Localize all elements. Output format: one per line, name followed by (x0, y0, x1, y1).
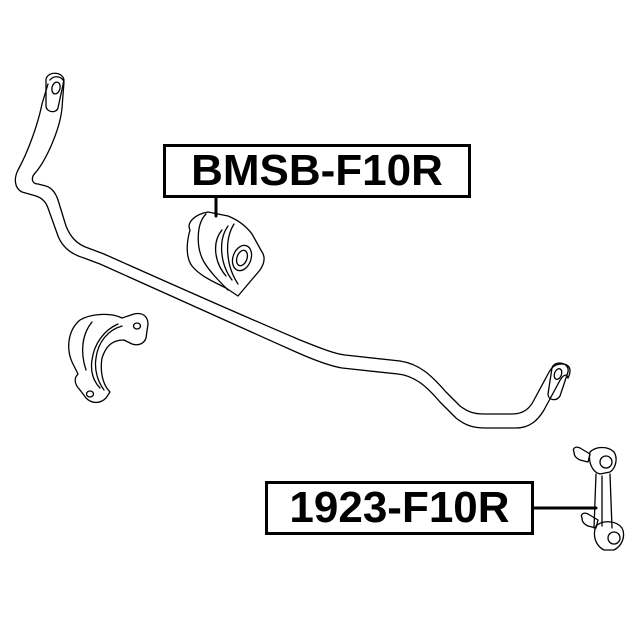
bar-right-end-icon (547, 362, 569, 401)
stabilizer-link-icon (572, 446, 625, 551)
bar-left-end-icon (45, 72, 65, 113)
stabilizer-bushing-icon (186, 211, 265, 297)
stabilizer-bar (14, 72, 571, 429)
part-number-label-link[interactable]: 1923-F10R (265, 481, 534, 535)
bushing-bracket-icon (68, 312, 149, 404)
part-number-label-bushing[interactable]: BMSB-F10R (163, 144, 471, 198)
